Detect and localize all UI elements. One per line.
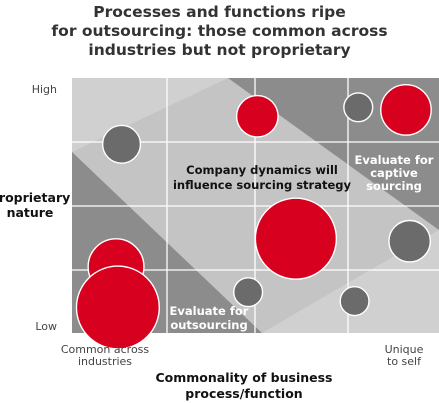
zone-captive-label-line: sourcing	[366, 179, 422, 193]
bubble-gray-6	[388, 219, 432, 263]
x-axis-left-label-line: industries	[78, 355, 132, 368]
bubble-gray-10	[339, 286, 370, 317]
y-axis-low-label: Low	[35, 320, 57, 333]
bubble-red-3	[380, 83, 432, 136]
bubble-gray-9	[233, 277, 264, 308]
bubble-red-5	[254, 197, 338, 280]
zone-outsourcing-label-line: Evaluate for	[170, 304, 249, 318]
zone-middle-label-line: Company dynamics will	[186, 163, 338, 177]
x-axis-right-label-line: Unique	[385, 343, 424, 356]
zone-captive-label-line: Evaluate for	[355, 153, 434, 167]
zone-outsourcing-label-line: outsourcing	[170, 318, 247, 332]
bubble-gray-1	[101, 124, 142, 164]
x-axis-title-line: Commonality of business	[156, 370, 333, 385]
bubble-red-2	[235, 94, 279, 138]
bubble-layer	[75, 83, 432, 350]
x-axis-title-line: process/function	[185, 386, 302, 401]
zone-captive-label-line: captive	[370, 166, 418, 180]
y-axis-title-line: nature	[7, 205, 54, 220]
y-axis-high-label: High	[32, 83, 57, 96]
zone-middle-label-line: influence sourcing strategy	[173, 178, 352, 192]
chart-title-line: industries but not proprietary	[88, 41, 350, 59]
x-axis-left-label-line: Common across	[61, 343, 150, 356]
bubble-red-8	[75, 265, 160, 350]
chart-title-line: Processes and functions ripe	[93, 3, 346, 21]
x-axis-right-label-line: to self	[387, 355, 422, 368]
bubble-gray-4	[343, 92, 374, 123]
chart-title-line: for outsourcing: those common across	[51, 22, 387, 40]
y-axis-title-line: Proprietary	[0, 190, 70, 205]
